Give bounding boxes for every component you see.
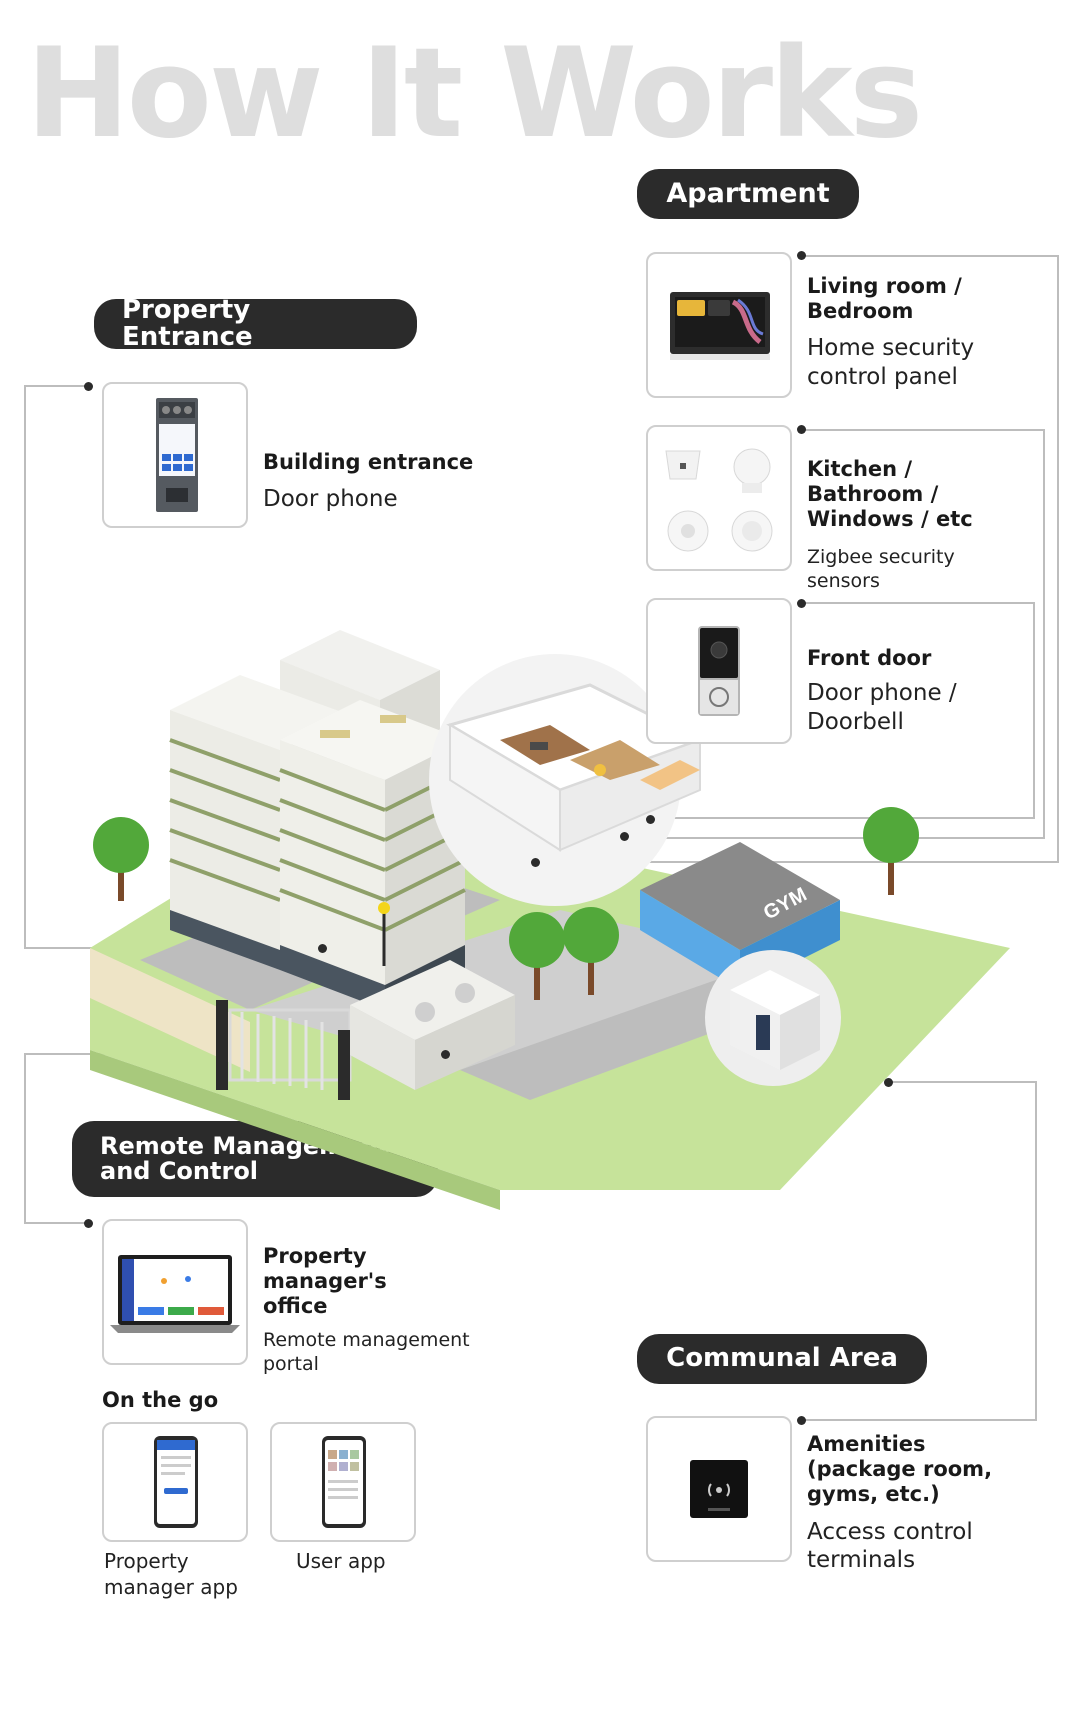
- living-room-device: Home security control panel: [807, 335, 975, 391]
- pm-office-dot: [84, 1219, 93, 1228]
- amenities-card: [646, 1416, 792, 1562]
- communal-pointer-dot: [884, 1078, 893, 1087]
- guard-house: [350, 960, 515, 1090]
- front-door-dot: [797, 599, 806, 608]
- amenities-location: Amenities (package room, gyms, etc.): [807, 1432, 993, 1507]
- pm-app-card: [102, 1422, 248, 1542]
- building-entrance-location: Building entrance: [263, 450, 474, 474]
- apartment-connector-2: [575, 429, 1045, 839]
- doorbell-icon: [698, 626, 740, 716]
- kitchen-dot: [797, 425, 806, 434]
- apartment-pill: Apartment: [637, 169, 859, 219]
- pm-app-label: Property manager app: [104, 1549, 238, 1599]
- laptop-icon: [110, 1255, 240, 1333]
- boundary-wall: [90, 948, 250, 1072]
- campus-illustration: GYM: [90, 630, 1010, 1210]
- property-entrance-pill: Property Entrance: [94, 294, 417, 352]
- living-room-card: [646, 252, 792, 398]
- pm-office-caption: Property manager's office Remote managem…: [263, 1244, 483, 1377]
- apartment-pointer-dot-3: [646, 815, 655, 824]
- user-app-card: [270, 1422, 416, 1542]
- building-entrance-device: Door phone: [263, 486, 398, 513]
- remote-pointer-dot: [441, 1050, 450, 1059]
- tree-mid: [509, 907, 619, 1000]
- kitchen-device: Zigbee security sensors: [807, 545, 955, 593]
- front-door-card: [646, 598, 792, 744]
- communal-pill: Communal Area: [637, 1334, 927, 1384]
- communal-title: Communal Area: [666, 1343, 898, 1374]
- access-terminal-icon: [690, 1460, 748, 1518]
- property-entrance-title: Property Entrance: [122, 294, 253, 352]
- apartment-connector-3: [615, 602, 1035, 819]
- entrance-pointer-dot: [318, 944, 327, 953]
- phone-app-icon: [154, 1436, 198, 1528]
- front-door-device: Door phone / Doorbell: [807, 680, 957, 735]
- kitchen-location: Kitchen / Bathroom / Windows / etc: [807, 457, 973, 532]
- user-app-label: User app: [296, 1549, 386, 1573]
- kitchen-caption: Kitchen / Bathroom / Windows / etc Zigbe…: [807, 457, 1035, 594]
- tree-right: [863, 807, 919, 895]
- amenities-dot: [797, 1416, 806, 1425]
- amenities-caption: Amenities (package room, gyms, etc.) Acc…: [807, 1432, 1007, 1575]
- amenities-device: Access control terminals: [807, 1518, 973, 1574]
- living-room-dot: [797, 251, 806, 260]
- indoor-monitor-icon: [670, 292, 770, 360]
- communal-zoom-bubble: [705, 950, 841, 1086]
- front-door-caption: Front door Door phone / Doorbell: [807, 646, 1007, 737]
- on-the-go-heading: On the go: [102, 1388, 219, 1412]
- building-front: [279, 700, 466, 1010]
- building-entrance-dot: [84, 382, 93, 391]
- outdoor-panel-icon: [156, 398, 198, 512]
- apartment-title: Apartment: [666, 177, 830, 209]
- pm-office-device: Remote management portal: [263, 1328, 470, 1376]
- apartment-pointer-dot-2: [620, 832, 629, 841]
- apartment-connector-1: [535, 255, 1059, 863]
- kitchen-card: [646, 425, 792, 571]
- phone-app-icon: [322, 1436, 366, 1528]
- zigbee-sensors-icon: [665, 448, 773, 552]
- apartment-pointer-dot-1: [531, 858, 540, 867]
- living-room-location: Living room / Bedroom: [807, 274, 962, 324]
- pm-office-location: Property manager's office: [263, 1244, 387, 1319]
- pm-office-card: [102, 1219, 248, 1365]
- living-room-caption: Living room / Bedroom Home security cont…: [807, 274, 1017, 392]
- front-door-location: Front door: [807, 646, 932, 670]
- tree-left: [93, 817, 149, 901]
- communal-connector: [802, 1081, 1037, 1421]
- building-entrance-caption: Building entrance Door phone: [263, 450, 513, 514]
- apartment-zoom-bubble: [429, 654, 704, 906]
- building-entrance-card: [102, 382, 248, 528]
- page-title: How It Works: [26, 22, 923, 166]
